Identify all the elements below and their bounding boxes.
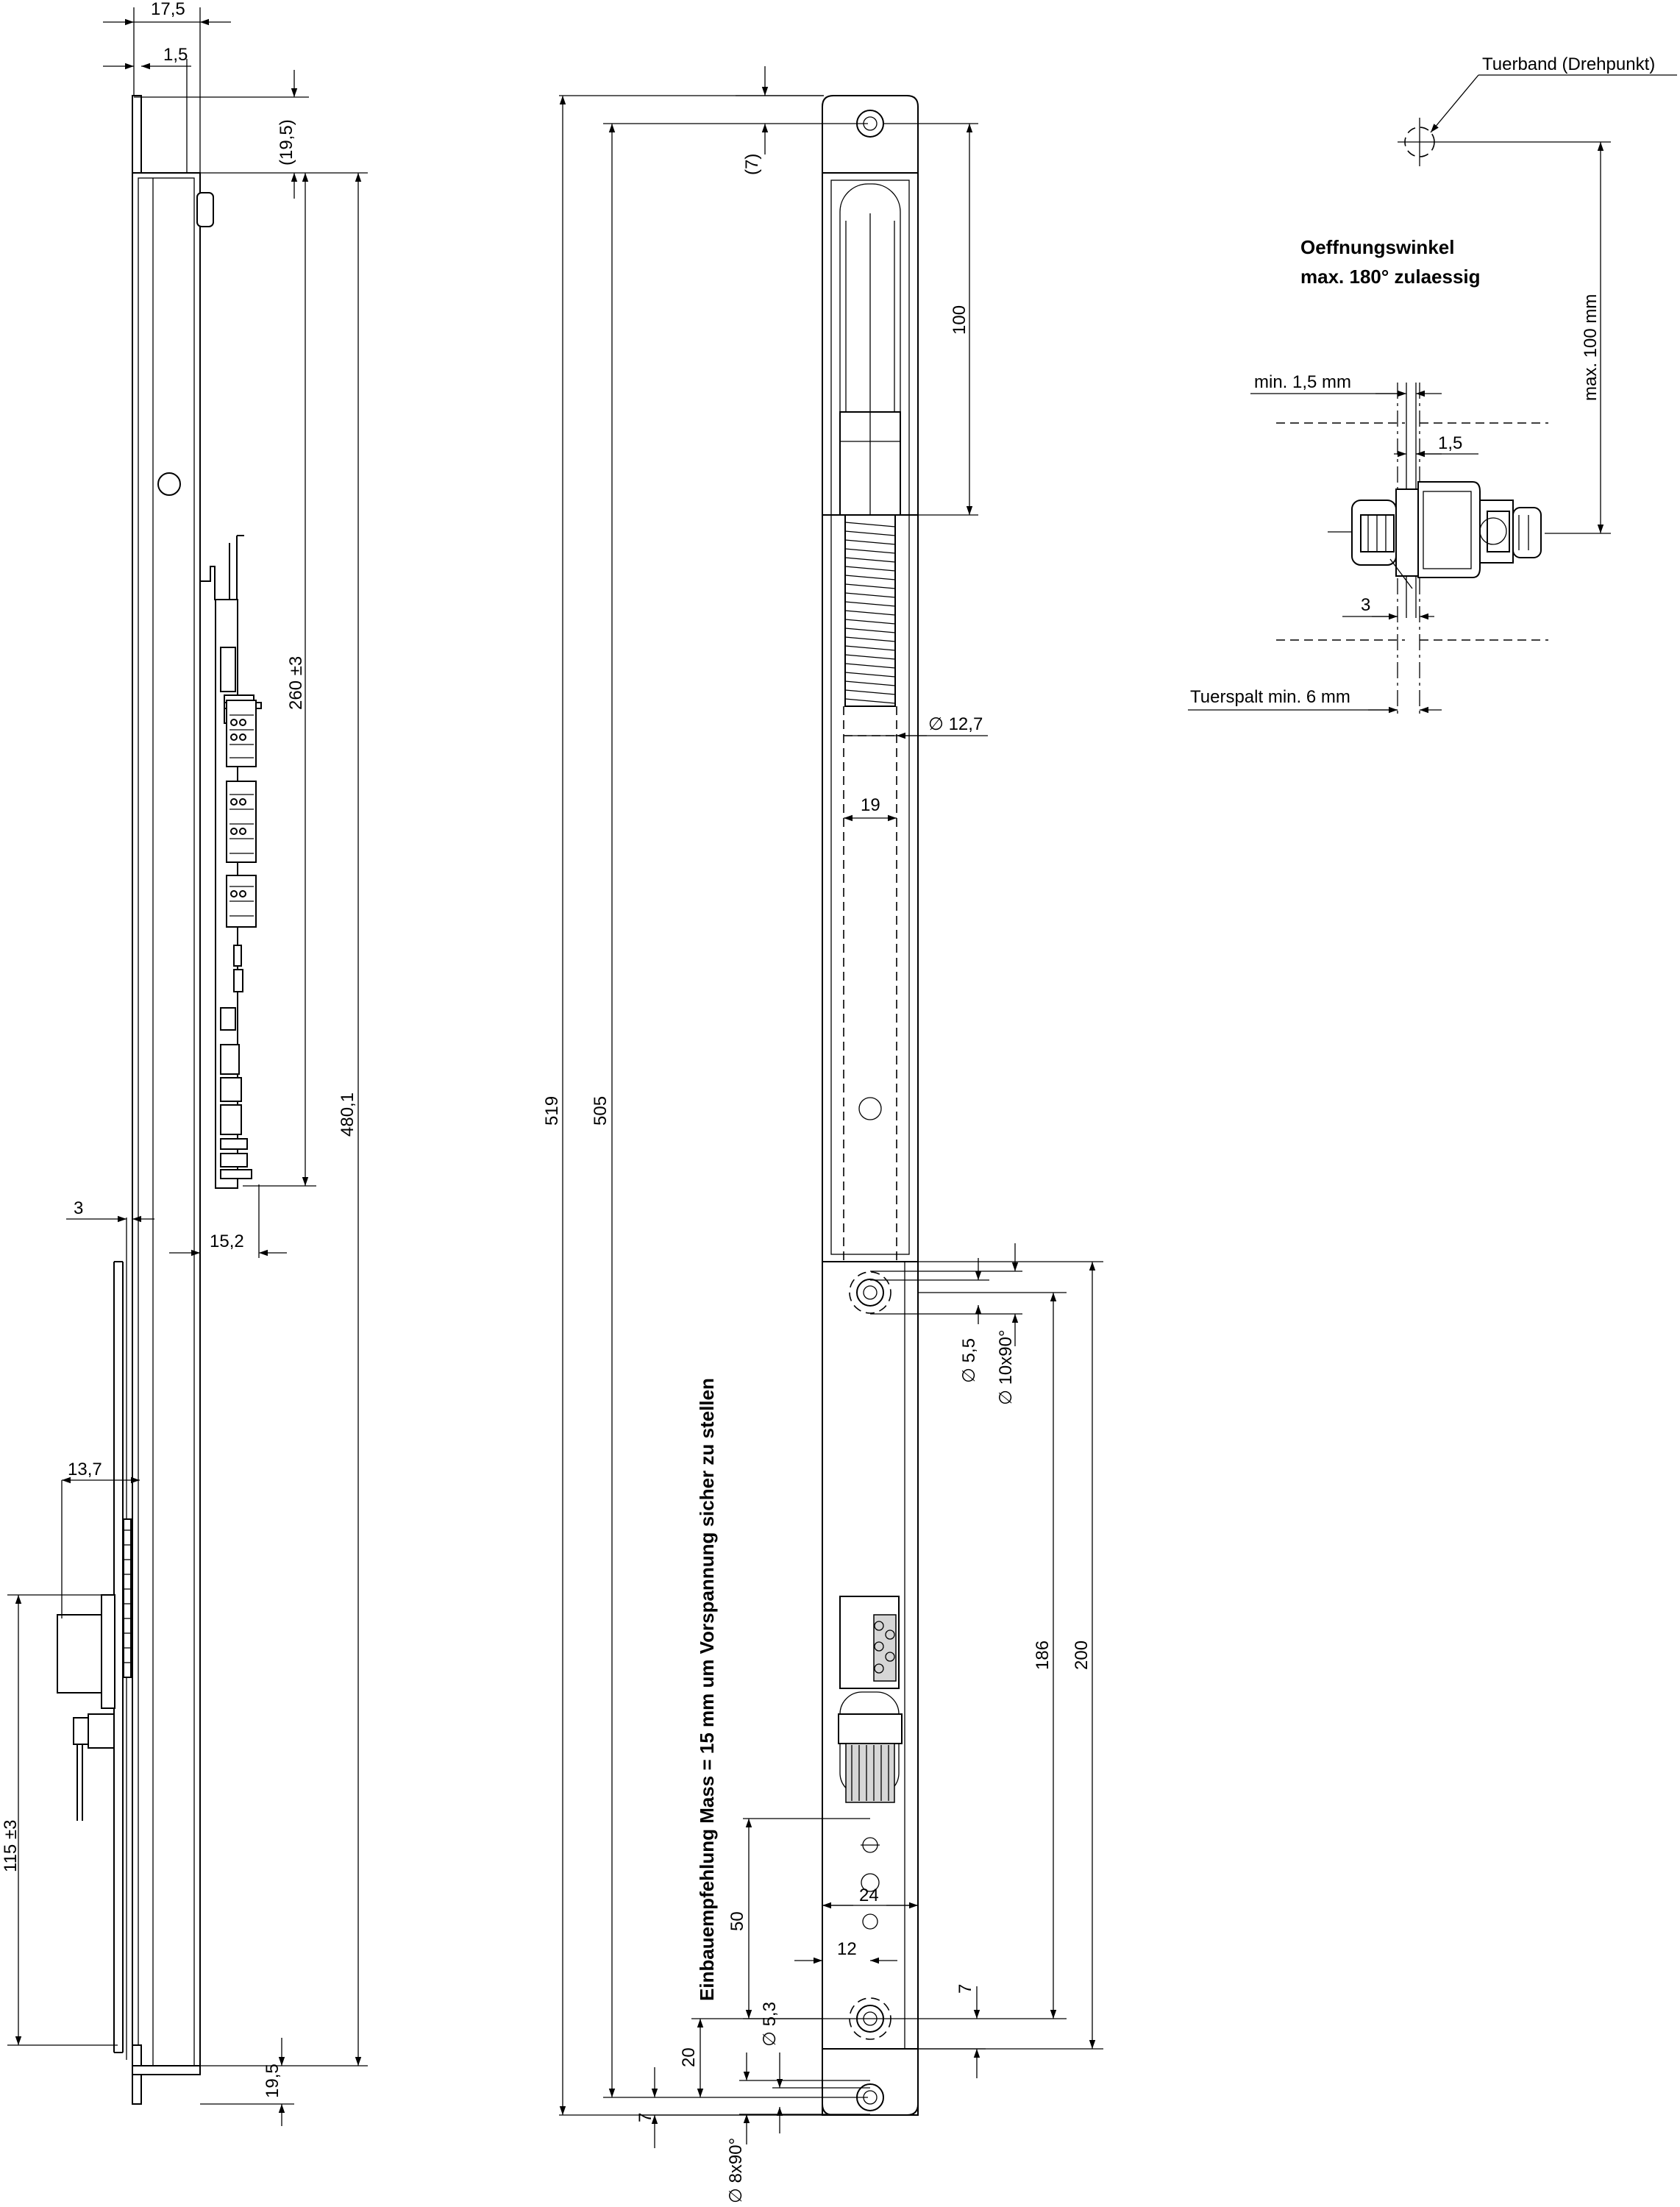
opening-angle-subtitle: max. 180° zulaessig (1300, 266, 1481, 288)
dim-115: 115 ±3 (1, 1594, 118, 2046)
dim-19: 19 (844, 795, 897, 822)
svg-text:519: 519 (542, 1096, 562, 1126)
dim-100: 100 (883, 123, 978, 516)
dim-min-1-5: min. 1,5 mm (1250, 372, 1442, 397)
svg-text:50: 50 (727, 1911, 747, 1931)
svg-text:7: 7 (955, 1984, 975, 1994)
svg-text:Tuerspalt min. 6 mm: Tuerspalt min. 6 mm (1190, 687, 1350, 707)
svg-text:200: 200 (1072, 1641, 1092, 1670)
dim-19-5-top: (19,5) (134, 70, 368, 199)
dim-3-side: 3 (66, 1198, 154, 1223)
svg-text:12: 12 (837, 1939, 857, 1959)
svg-text:min. 1,5 mm: min. 1,5 mm (1254, 372, 1351, 392)
dim-max-100: max. 100 mm (1442, 141, 1611, 534)
dim-480-1: 480,1 (200, 173, 368, 2066)
dim-19-5-bottom: 19,5 (200, 2038, 294, 2126)
svg-text:∅ 10x90°: ∅ 10x90° (996, 1329, 1016, 1405)
dim-dia-5-3: ∅ 5,3 (760, 2002, 870, 2133)
svg-text:19,5: 19,5 (263, 2064, 282, 2098)
svg-text:∅ 8x90°: ∅ 8x90° (726, 2138, 746, 2203)
svg-text:186: 186 (1033, 1641, 1053, 1670)
dim-260: 260 ±3 (243, 173, 316, 1187)
svg-text:115 ±3: 115 ±3 (1, 1820, 21, 1872)
dim-186: 186 (870, 1292, 1067, 2019)
lock-assembly (1328, 481, 1542, 589)
dim-dia-8x90: ∅ 8x90° (726, 2053, 870, 2203)
side-hole (157, 472, 181, 496)
hole-5-5 (856, 1279, 884, 1307)
front-view: 519 505 (7) 100 ∅ 12,7 (542, 66, 1103, 2203)
detail-view: Tuerband (Drehpunkt) Oeffnungswinkel max… (1188, 54, 1677, 714)
dim-200: 200 (918, 1261, 1103, 2050)
installation-note: Einbauempfehlung Mass = 15 mm um Vorspan… (696, 1378, 718, 2001)
dim-7-mid: 7 (918, 1984, 986, 2078)
profile-body (132, 172, 201, 2072)
spring (844, 514, 896, 707)
dim-20: 20 (679, 2018, 822, 2097)
electronics-board (200, 535, 262, 1189)
svg-text:100: 100 (950, 305, 969, 335)
svg-text:(7): (7) (742, 154, 762, 175)
svg-text:15,2: 15,2 (210, 1232, 244, 1251)
svg-text:13,7: 13,7 (68, 1460, 102, 1479)
svg-text:480,1: 480,1 (338, 1092, 357, 1137)
dim-13-7: 13,7 (61, 1460, 140, 1618)
side-view: 17,5 1,5 (19,5) 260 ±3 480,1 (1, 0, 368, 2126)
svg-text:3: 3 (1361, 595, 1370, 615)
clamp (838, 1713, 903, 1744)
dim-7-top: (7) (736, 66, 824, 175)
bottom-bracket (822, 2048, 919, 2116)
svg-text:∅ 12,7: ∅ 12,7 (928, 714, 983, 734)
svg-text:3: 3 (74, 1198, 83, 1218)
dim-12: 12 (794, 1939, 897, 1964)
opening-angle-title: Oeffnungswinkel (1300, 236, 1454, 258)
svg-text:260 ±3: 260 ±3 (286, 656, 306, 710)
dim-1-5-side: 1,5 (103, 45, 191, 70)
dim-dia-10x90: ∅ 10x90° (870, 1243, 1022, 1405)
dim-7-bottom: 7 (636, 2067, 822, 2148)
svg-text:20: 20 (679, 2047, 699, 2067)
svg-text:∅ 5,3: ∅ 5,3 (760, 2002, 780, 2047)
dim-505: 505 (591, 123, 868, 2098)
dim-dia-5-5: ∅ 5,5 (870, 1258, 989, 1383)
hinge-label: Tuerband (Drehpunkt) (1482, 54, 1655, 74)
svg-text:17,5: 17,5 (151, 0, 185, 19)
lower-plate (57, 1218, 133, 2060)
svg-text:max. 100 mm: max. 100 mm (1581, 294, 1601, 401)
svg-text:19: 19 (861, 795, 880, 815)
svg-text:∅ 5,5: ∅ 5,5 (959, 1338, 979, 1383)
svg-text:1,5: 1,5 (1438, 433, 1462, 453)
svg-text:505: 505 (591, 1096, 611, 1126)
svg-text:24: 24 (859, 1886, 879, 1905)
dim-1-5-detail: 1,5 (1394, 433, 1478, 458)
dim-door-gap: Tuerspalt min. 6 mm (1188, 687, 1442, 714)
dim-24: 24 (822, 1886, 918, 1909)
dim-17-5: 17,5 (103, 0, 231, 26)
dim-dia-12-7: ∅ 12,7 (845, 714, 988, 739)
svg-text:(19,5): (19,5) (277, 119, 296, 166)
svg-text:7: 7 (636, 2113, 655, 2122)
dim-519: 519 (542, 95, 824, 2116)
dim-3-detail: 3 (1342, 595, 1434, 620)
svg-text:1,5: 1,5 (163, 45, 188, 65)
dim-15-2: 15,2 (169, 1184, 287, 1258)
top-mounting-tab (132, 95, 142, 177)
